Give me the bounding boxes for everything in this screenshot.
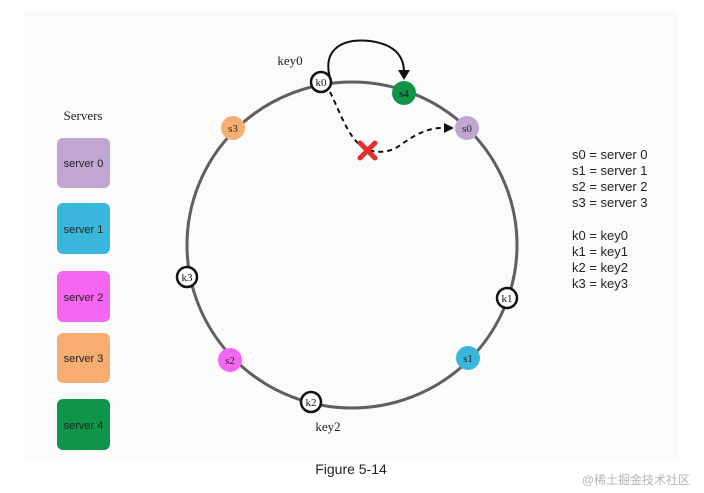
ring-node-s4: s4 (392, 81, 416, 105)
server-box-label: server 2 (64, 292, 104, 304)
legend-line: s1 = server 1 (572, 163, 648, 178)
legend-line: k3 = key3 (572, 276, 628, 291)
figure-caption: Figure 5-14 (315, 461, 387, 477)
svg-text:s0: s0 (462, 123, 472, 135)
legend-line: s3 = server 3 (572, 195, 648, 210)
server-box-2: server 2 (57, 271, 110, 322)
server-box-0: server 0 (57, 138, 110, 188)
server-box-4: server 4 (57, 399, 110, 450)
server-box-label: server 0 (64, 158, 104, 170)
legend-line: s0 = server 0 (572, 147, 648, 162)
server-box-label: server 1 (64, 224, 104, 236)
figure-background (24, 10, 678, 458)
hash-ring (185, 80, 519, 410)
key-node-k3: k3 (175, 265, 199, 289)
remap-arrow (327, 39, 405, 79)
ring-node-s1: s1 (456, 346, 480, 370)
key0-label: key0 (277, 53, 302, 68)
ring-node-s2: s2 (218, 348, 242, 372)
ring-node-s3: s3 (221, 116, 245, 140)
server-box-label: server 3 (64, 353, 104, 365)
svg-text:s4: s4 (399, 88, 409, 100)
server-box-3: server 3 (57, 333, 110, 383)
legend-line: k0 = key0 (572, 228, 628, 243)
old-mapping-arrowhead (444, 123, 454, 133)
watermark: @稀土掘金技术社区 (582, 472, 690, 487)
ring-node-s0: s0 (455, 116, 479, 140)
old-mapping-dashed-arrow (329, 91, 443, 153)
key2-label: key2 (315, 419, 340, 434)
svg-text:s2: s2 (225, 355, 235, 367)
key-node-k2: k2 (299, 390, 323, 414)
server-box-1: server 1 (57, 203, 110, 254)
key-node-k1: k1 (495, 286, 519, 310)
servers-title: Servers (64, 108, 103, 123)
legend-line: k2 = key2 (572, 260, 628, 275)
cross-icon (357, 140, 378, 161)
svg-text:k0: k0 (316, 77, 328, 89)
svg-text:s3: s3 (228, 123, 238, 135)
server-box-label: server 4 (64, 420, 104, 432)
remap-arrowhead (398, 70, 410, 80)
legend: s0 = server 0 s1 = server 1 s2 = server … (572, 147, 648, 291)
svg-text:k3: k3 (182, 272, 194, 284)
svg-text:k2: k2 (306, 397, 317, 409)
legend-line: s2 = server 2 (572, 179, 648, 194)
key-node-k0: k0 (309, 70, 333, 94)
svg-text:s1: s1 (463, 353, 473, 365)
legend-line: k1 = key1 (572, 244, 628, 259)
svg-text:k1: k1 (502, 293, 513, 305)
